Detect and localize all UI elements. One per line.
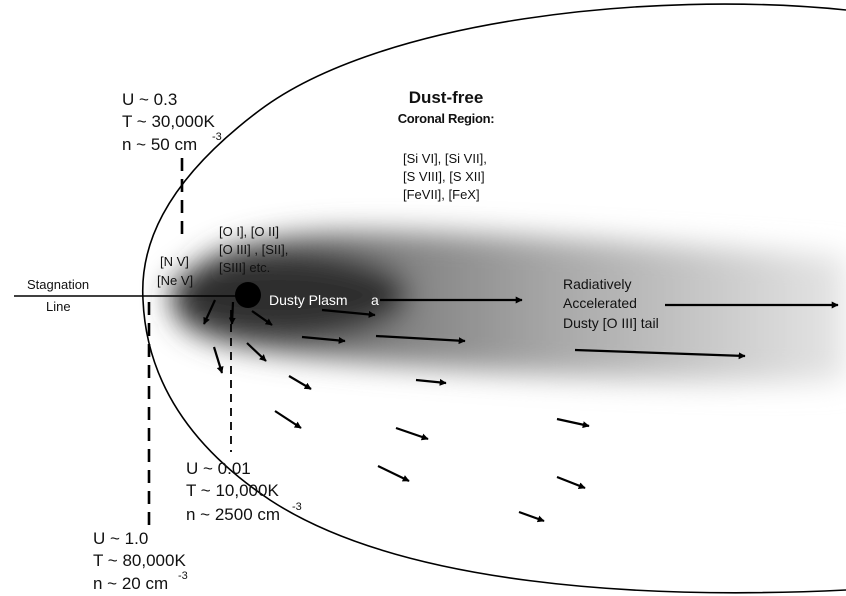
flow-arrow <box>251 310 273 326</box>
coronal-lines-1: [Si VI], [Si VII], <box>403 151 487 166</box>
coronal-lines-2: [S VIII], [S XII] <box>403 169 485 184</box>
flow-arrow <box>203 299 216 325</box>
dust-free-region-label: Dust-free Coronal Region: [Si VI], [Si V… <box>398 88 495 202</box>
dust-free-title: Dust-free <box>409 88 484 107</box>
low-ion-lines-label: [O I], [O II] [O III] , [SII], [SIII] et… <box>219 224 288 275</box>
bow-shock-outline <box>141 3 846 594</box>
mid-param-n: n ~ 2500 cm <box>186 505 280 524</box>
mid-param-t: T ~ 10,000K <box>186 481 279 500</box>
low-ion-line-2: [O III] , [SII], <box>219 242 288 257</box>
stagnation-label: Stagnation Line <box>27 277 89 314</box>
flow-arrow <box>274 410 302 429</box>
flow-arrow <box>395 426 429 441</box>
bottom-param-n: n ~ 20 cm <box>93 574 168 593</box>
flow-arrow <box>301 335 346 344</box>
top-parameters: U ~ 0.3 T ~ 30,000K n ~ 50 cm -3 <box>122 90 222 154</box>
mid-parameters: U ~ 0.01 T ~ 10,000K n ~ 2500 cm -3 <box>186 459 302 524</box>
flow-arrow <box>375 334 466 345</box>
central-source <box>235 282 261 308</box>
dusty-plasma-cloud <box>170 231 846 382</box>
tail-label-3: Dusty [O III] tail <box>563 315 659 331</box>
top-param-u: U ~ 0.3 <box>122 90 177 109</box>
stagnation-label-1: Stagnation <box>27 277 89 292</box>
mid-param-n-exponent: -3 <box>292 501 302 513</box>
hi-ion-line-2: [Ne V] <box>157 273 193 288</box>
tail-label: Radiatively Accelerated Dusty [O III] ta… <box>563 276 659 331</box>
bottom-param-u: U ~ 1.0 <box>93 529 148 548</box>
top-param-n-exponent: -3 <box>212 131 222 143</box>
flow-arrow <box>415 378 447 386</box>
bottom-parameters: U ~ 1.0 T ~ 80,000K n ~ 20 cm -3 <box>93 529 188 593</box>
bottom-param-t: T ~ 80,000K <box>93 551 186 570</box>
dusty-plasma-label: Dusty Plasm <box>269 292 348 308</box>
coronal-lines-3: [FeVII], [FeX] <box>403 187 480 202</box>
flow-arrow <box>556 417 590 429</box>
flow-arrows <box>203 296 839 523</box>
flow-arrow <box>228 301 236 325</box>
flow-arrow <box>212 346 224 374</box>
high-ion-lines-label: [N V] [Ne V] <box>157 254 193 288</box>
bottom-param-n-exponent: -3 <box>178 570 188 582</box>
top-param-n: n ~ 50 cm <box>122 135 197 154</box>
tail-label-2: Accelerated <box>563 295 637 311</box>
stagnation-label-2: Line <box>46 299 71 314</box>
low-ion-line-1: [O I], [O II] <box>219 224 279 239</box>
top-param-t: T ~ 30,000K <box>122 112 215 131</box>
flow-arrow <box>288 375 312 390</box>
dust-free-subtitle: Coronal Region: <box>398 111 495 126</box>
flow-arrow <box>518 510 545 523</box>
flow-arrow <box>246 342 267 362</box>
flow-arrow <box>556 475 586 490</box>
hi-ion-line-1: [N V] <box>160 254 189 269</box>
flow-arrow <box>574 348 746 360</box>
low-ion-line-3: [SIII] etc. <box>219 260 270 275</box>
flow-arrow <box>377 465 410 482</box>
flow-arrow <box>321 308 376 318</box>
tail-label-1: Radiatively <box>563 276 631 292</box>
mid-param-u: U ~ 0.01 <box>186 459 251 478</box>
dusty-plasma-label-tail: a <box>371 292 379 308</box>
